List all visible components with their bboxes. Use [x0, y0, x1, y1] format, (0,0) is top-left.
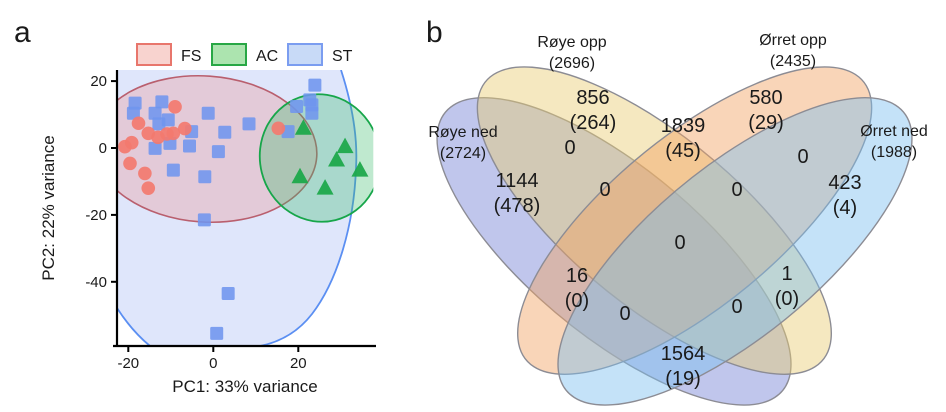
pca-plot: a FS AC ST -20 0 20 20 0 -20 -40 PC1: 33% varia… [14, 16, 376, 396]
venn-region-count-ab: 0 [564, 137, 575, 159]
venn-region-sub-a_only: (478) [494, 195, 541, 217]
venn-set-total-orret_ned: (1988) [871, 144, 917, 161]
venn-region-count-cd: 0 [797, 146, 808, 168]
panel-a-letter: a [14, 16, 31, 49]
venn-region-sub-ac: (0) [565, 290, 589, 312]
venn-region-count-b_only: 856 [576, 87, 609, 109]
pca-point-st [183, 139, 196, 153]
venn-region-count-ad: 1564 [661, 343, 706, 365]
pca-point-fs [141, 181, 156, 195]
venn-set-total-roye_opp: (2696) [549, 55, 595, 72]
pca-point-st [221, 287, 235, 301]
venn-region-sub-ad: (19) [665, 368, 701, 390]
pca-point-st [305, 106, 319, 120]
pca-point-st [148, 141, 162, 155]
y-tick-label: 0 [99, 140, 107, 157]
legend-label-ac: AC [256, 48, 278, 65]
x-tick-label: 20 [290, 355, 307, 372]
venn-set-total-orret_opp: (2435) [770, 53, 816, 70]
pca-point-st [155, 95, 169, 109]
venn-region-count-abc: 0 [599, 179, 610, 201]
venn-panel: b Røye opp (2696) Ørret opp (2435) Røye ned (… [420, 0, 946, 412]
venn-region-sub-d_only: (4) [833, 197, 857, 219]
st-ellipse-stroke [117, 307, 151, 346]
venn-region-count-d_only: 423 [828, 172, 861, 194]
pca-point-st [197, 213, 211, 227]
venn-region-count-a_only: 1144 [495, 170, 538, 192]
venn-set-total-roye_ned: (2724) [440, 145, 486, 162]
venn-diagram: b Røye opp (2696) Ørret opp (2435) Røye ned (… [420, 0, 946, 412]
pca-point-fs [271, 121, 286, 136]
venn-region-count-ac: 16 [566, 265, 588, 287]
venn-ellipse-roye_opp [420, 27, 889, 412]
pca-point-st [211, 145, 225, 159]
pca-point-st [308, 78, 322, 92]
venn-region-count-abd: 0 [731, 296, 742, 318]
pca-point-ac [351, 161, 369, 177]
pca-point-fs [131, 116, 146, 131]
pca-point-fs [168, 100, 182, 114]
venn-region-count-bcd_u: 0 [731, 179, 742, 201]
pca-point-st [290, 100, 304, 114]
pca-point-fs [123, 156, 137, 171]
venn-region-sub-bc: (45) [665, 140, 701, 162]
venn-counts: 1144 (478) 856 (264) 580 (29) 423 (4) 1839 (45) 15… [494, 87, 862, 390]
y-tick-label: -40 [85, 274, 107, 291]
pca-point-st [126, 106, 140, 120]
venn-ellipse-orret_opp [460, 27, 930, 412]
venn-set-name-roye_ned: Røye ned [428, 124, 497, 141]
venn-region-sub-b_only: (264) [570, 112, 617, 134]
venn-region-count-c_only: 580 [749, 87, 782, 109]
pca-point-fs [118, 139, 132, 154]
pca-point-st [218, 125, 232, 139]
pca-points [118, 78, 369, 340]
pca-point-ac [291, 167, 309, 184]
pca-point-ac [328, 151, 346, 167]
x-axis-title: PC1: 33% variance [172, 377, 318, 396]
x-tick-label: 0 [209, 355, 217, 372]
venn-set-name-orret_ned: Ørret ned [860, 123, 928, 140]
venn-region-count-bd: 1 [781, 263, 792, 285]
x-axis-ticks: -20 0 20 [117, 346, 307, 372]
pca-point-fs [178, 121, 192, 136]
legend-swatch-fs [136, 43, 172, 66]
pca-point-st [210, 326, 224, 340]
pca-point-ac [336, 137, 354, 154]
venn-region-sub-bd: (0) [775, 288, 799, 310]
pca-point-fs [166, 126, 181, 141]
venn-ellipse-group [420, 27, 946, 412]
legend-label-fs: FS [181, 48, 201, 65]
y-tick-label: 20 [90, 73, 107, 90]
venn-set-name-roye_opp: Røye opp [537, 34, 606, 51]
pca-point-st [166, 163, 180, 177]
st-ellipse-stroke [259, 70, 358, 346]
pca-point-st [201, 106, 215, 120]
y-axis-ticks: 20 0 -20 -40 [85, 73, 117, 291]
venn-region-sub-c_only: (29) [748, 112, 784, 134]
y-axis-title: PC2: 22% variance [39, 135, 58, 281]
legend-label-st: ST [332, 48, 353, 65]
panel-b-letter: b [426, 16, 443, 49]
pca-point-ac [316, 179, 334, 195]
pca-point-st [128, 96, 142, 110]
pca-point-st [152, 117, 166, 131]
legend-swatch-ac [211, 43, 247, 66]
pca-point-fs [138, 166, 152, 181]
venn-region-count-acd: 0 [619, 303, 630, 325]
venn-set-labels: Røye opp (2696) Ørret opp (2435) Røye ned (27… [428, 32, 927, 162]
venn-ellipse-orret_ned [500, 58, 946, 412]
venn-ellipses [420, 27, 946, 412]
venn-region-count-center: 0 [674, 232, 685, 254]
venn-set-name-orret_opp: Ørret opp [759, 32, 827, 49]
legend-swatch-st [287, 43, 323, 66]
pca-point-st [198, 170, 212, 184]
x-tick-label: -20 [117, 355, 139, 372]
pca-point-st [242, 117, 256, 131]
pca-point-st [148, 106, 162, 120]
pca-panel: a FS AC ST -20 0 20 20 0 -20 -40 PC1: 33% varia… [0, 0, 420, 412]
y-tick-label: -20 [85, 207, 107, 224]
pca-point-ac [294, 119, 312, 135]
venn-region-count-bc: 1839 [661, 115, 706, 137]
pca-legend: FS AC ST [136, 43, 353, 66]
